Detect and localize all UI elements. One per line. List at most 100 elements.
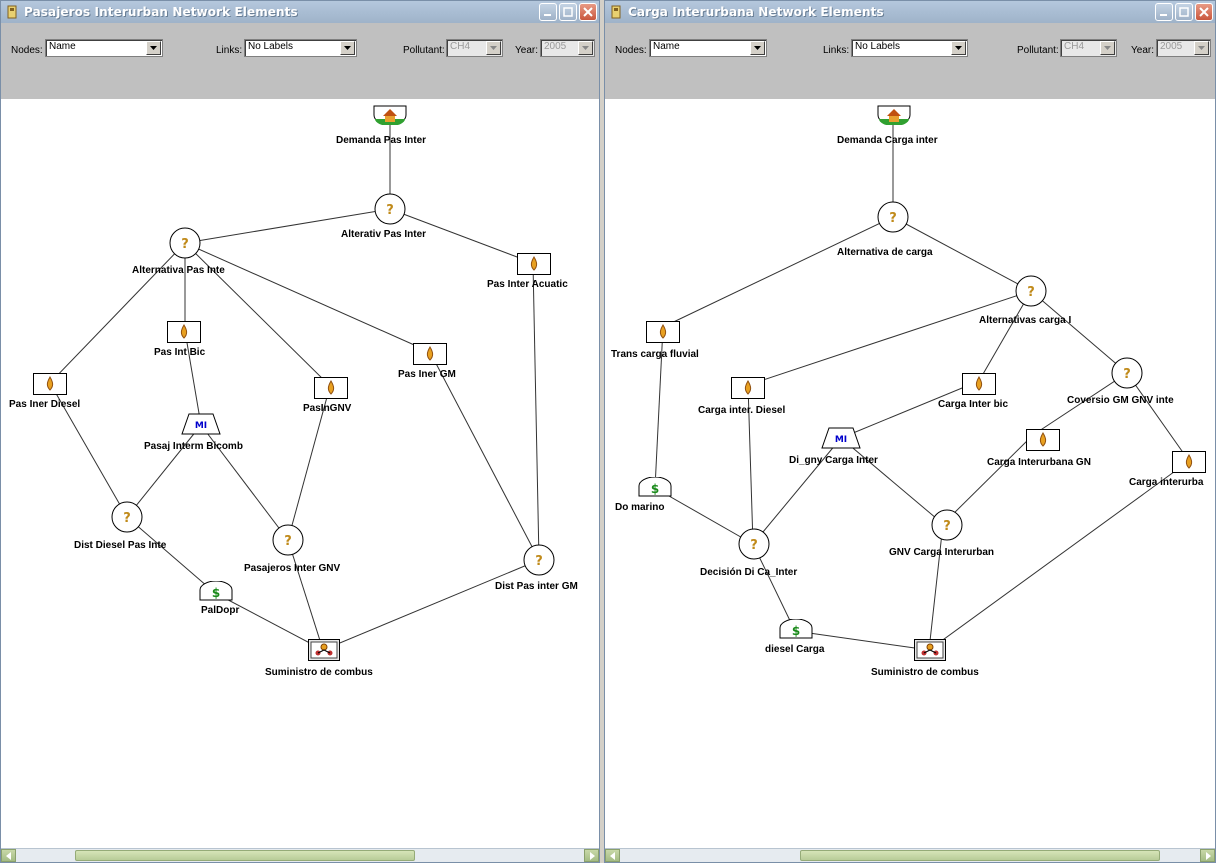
svg-text:$: $ [212, 586, 220, 600]
supply-icon[interactable] [308, 639, 340, 665]
flame-icon[interactable] [517, 253, 551, 279]
left-horizontal-scrollbar[interactable] [1, 848, 599, 862]
chevron-down-icon[interactable] [146, 41, 161, 55]
scroll-thumb[interactable] [800, 850, 1160, 861]
right-network-window[interactable]: Carga Interurbana Network Elements Nodes… [604, 0, 1216, 863]
node-label: Suministro de combus [265, 667, 373, 678]
links-select[interactable]: No Labels [851, 39, 968, 57]
scroll-left-button[interactable] [1, 849, 16, 862]
chevron-down-icon[interactable] [1100, 41, 1115, 55]
flame-icon[interactable] [413, 343, 447, 369]
flame-icon[interactable] [33, 373, 67, 399]
demand-house-icon[interactable] [373, 105, 407, 129]
dollar-icon[interactable]: $ [779, 618, 813, 643]
year-select-value: 2005 [1160, 41, 1183, 52]
chevron-down-icon[interactable] [951, 41, 966, 55]
left-network-canvas[interactable]: Demanda Pas Inter ? Alterativ Pas Inter … [1, 99, 599, 849]
chevron-left-icon [5, 851, 11, 860]
dollar-icon[interactable]: $ [199, 580, 233, 605]
dollar-icon[interactable]: $ [638, 476, 672, 501]
svg-text:?: ? [889, 211, 897, 226]
scroll-thumb[interactable] [75, 850, 415, 861]
right-window-title: Carga Interurbana Network Elements [628, 5, 884, 19]
nodes-select[interactable]: Name [45, 39, 163, 57]
svg-text:$: $ [792, 624, 800, 638]
close-button[interactable] [579, 3, 597, 21]
flame-icon[interactable] [962, 373, 996, 399]
demand-house-icon[interactable] [877, 105, 911, 129]
svg-text:?: ? [1123, 367, 1131, 382]
node-label: Alternativa de carga [837, 247, 933, 258]
question-icon[interactable]: ? [877, 201, 909, 237]
node-label: Pas Inter Acuatic [487, 279, 568, 290]
node-label: Carga Interurbana GN [987, 457, 1091, 468]
node-label: Alternativa Pas Inte [132, 265, 225, 276]
svg-text:MI: MI [195, 421, 207, 431]
flame-icon[interactable] [167, 321, 201, 347]
chevron-right-icon [589, 851, 595, 860]
supply-icon[interactable] [914, 639, 946, 665]
left-links [49, 113, 540, 651]
year-select[interactable]: 2005 [540, 39, 595, 57]
links-label: Links: [216, 45, 243, 56]
flame-icon[interactable] [731, 377, 765, 403]
pollutant-select[interactable]: CH4 [446, 39, 503, 57]
flame-icon[interactable] [646, 321, 680, 347]
close-button[interactable] [1195, 3, 1213, 21]
scroll-right-button[interactable] [1200, 849, 1215, 862]
svg-text:?: ? [284, 534, 292, 549]
node-label: Demanda Pas Inter [336, 135, 427, 146]
question-icon[interactable]: ? [738, 528, 770, 564]
svg-text:?: ? [943, 519, 951, 534]
minimize-button[interactable] [539, 3, 557, 21]
node-label: Decisión Di Ca_Inter [700, 567, 798, 578]
minimize-button[interactable] [1155, 3, 1173, 21]
nodes-select-value: Name [49, 41, 76, 52]
question-icon[interactable]: ? [374, 193, 406, 229]
scroll-right-button[interactable] [584, 849, 599, 862]
maximize-button[interactable] [1175, 3, 1193, 21]
question-icon[interactable]: ? [1111, 357, 1143, 393]
links-select-value: No Labels [855, 41, 901, 52]
chevron-down-icon[interactable] [1194, 41, 1209, 55]
links-select[interactable]: No Labels [244, 39, 357, 57]
chevron-down-icon[interactable] [750, 41, 765, 55]
scroll-left-button[interactable] [605, 849, 620, 862]
left-window-title: Pasajeros Interurban Network Elements [24, 5, 298, 19]
node-label: Pasajeros Inter GNV [244, 563, 341, 574]
mi-icon[interactable]: MI [821, 427, 861, 453]
left-title-bar[interactable]: Pasajeros Interurban Network Elements [1, 1, 599, 23]
question-icon[interactable]: ? [111, 501, 143, 537]
svg-text:?: ? [1027, 285, 1035, 300]
links-label: Links: [823, 45, 850, 56]
question-icon[interactable]: ? [272, 524, 304, 560]
node-label: Di_gny Carga Inter [789, 455, 878, 466]
year-select-value: 2005 [544, 41, 567, 52]
question-icon[interactable]: ? [523, 544, 555, 580]
left-network-window[interactable]: Pasajeros Interurban Network Elements No… [0, 0, 600, 863]
flame-icon[interactable] [314, 377, 348, 403]
node-label: Pas Int Bic [154, 347, 206, 358]
question-icon[interactable]: ? [931, 509, 963, 545]
nodes-select[interactable]: Name [649, 39, 767, 57]
chevron-down-icon[interactable] [486, 41, 501, 55]
app-icon [5, 5, 19, 19]
node-label: PasInGNV [303, 403, 352, 414]
chevron-down-icon[interactable] [340, 41, 355, 55]
maximize-icon [1179, 7, 1189, 17]
right-network-canvas[interactable]: Demanda Carga inter ? Alternativa de car… [605, 99, 1215, 849]
mi-icon[interactable]: MI [181, 413, 221, 439]
right-horizontal-scrollbar[interactable] [605, 848, 1215, 862]
flame-icon[interactable] [1172, 451, 1206, 477]
pollutant-select[interactable]: CH4 [1060, 39, 1117, 57]
question-icon[interactable]: ? [169, 227, 201, 263]
right-links [654, 113, 1190, 651]
year-select[interactable]: 2005 [1156, 39, 1211, 57]
maximize-button[interactable] [559, 3, 577, 21]
svg-text:?: ? [123, 511, 131, 526]
chevron-down-icon[interactable] [578, 41, 593, 55]
node-label: Carga interurba [1129, 477, 1204, 488]
flame-icon[interactable] [1026, 429, 1060, 455]
question-icon[interactable]: ? [1015, 275, 1047, 311]
right-title-bar[interactable]: Carga Interurbana Network Elements [605, 1, 1215, 23]
